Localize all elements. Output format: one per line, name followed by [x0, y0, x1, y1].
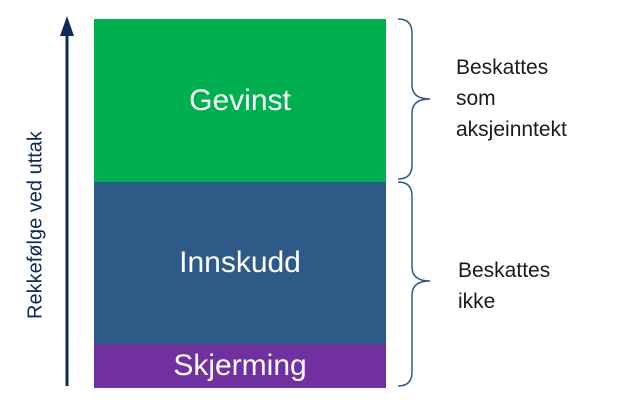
withdrawal-order-axis: Rekkefølge ved uttak	[0, 0, 100, 411]
note-top-line-3: aksjeinntekt	[456, 118, 567, 141]
note-not-taxed: Beskattes ikke	[458, 255, 550, 317]
block-innskudd: Innskudd	[94, 182, 386, 344]
note-bottom-line-1: Beskattes	[458, 259, 551, 282]
note-top-line-2: som	[456, 87, 496, 110]
stacked-blocks: Gevinst Innskudd Skjerming	[94, 19, 386, 388]
block-skjerming: Skjerming	[94, 344, 386, 388]
note-top-line-1: Beskattes	[456, 56, 549, 79]
note-bottom-line-2: ikke	[458, 290, 496, 313]
up-arrow-icon	[60, 16, 74, 386]
brace-top	[397, 18, 431, 180]
note-taxed-as-share-income: Beskattes som aksjeinntekt	[456, 52, 567, 145]
axis-label: Rekkefølge ved uttak	[24, 131, 47, 319]
block-gevinst: Gevinst	[94, 19, 386, 182]
block-skjerming-label: Skjerming	[173, 349, 307, 382]
brace-bottom	[397, 181, 431, 387]
braces	[397, 18, 431, 387]
block-gevinst-label: Gevinst	[189, 83, 291, 117]
block-innskudd-label: Innskudd	[179, 246, 301, 279]
